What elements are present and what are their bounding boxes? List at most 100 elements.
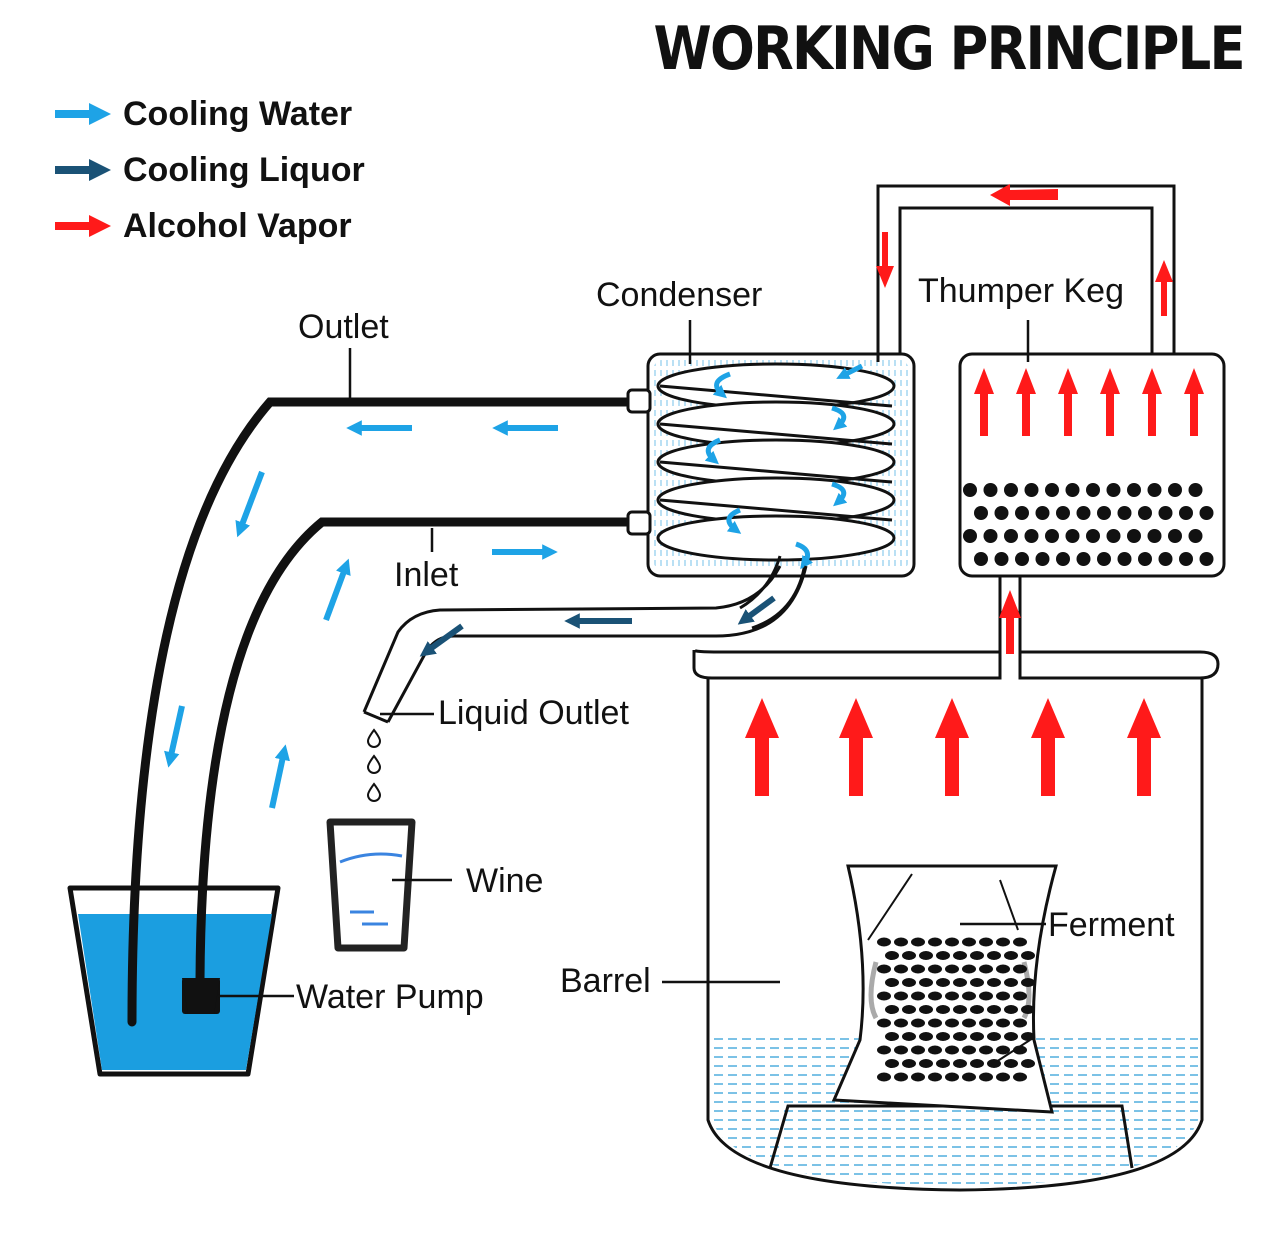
label-liquid-outlet: Liquid Outlet <box>438 694 629 732</box>
keg-hole <box>983 529 998 543</box>
ferment-hole <box>911 964 925 974</box>
ferment-hole <box>987 978 1001 987</box>
ferment-hole <box>885 1059 899 1068</box>
ferment-hole <box>919 978 933 987</box>
condenser-swirl-arrows <box>704 363 864 570</box>
ferment-hole <box>919 1032 933 1041</box>
vapor-arrow <box>1184 368 1204 436</box>
barrel-vapor-arrows <box>745 698 1161 796</box>
keg-hole <box>1188 529 1203 543</box>
vapor-arrow <box>974 368 994 436</box>
ferment-hole <box>928 1045 942 1055</box>
ferment-hole <box>894 964 908 974</box>
leader-lines <box>218 320 1046 998</box>
ferment-hole <box>1004 978 1018 987</box>
ferment-hole <box>962 1045 976 1055</box>
vapor-arrow <box>1100 368 1120 436</box>
ferment-hole <box>970 1032 984 1041</box>
label-ferment: Ferment <box>1048 906 1175 944</box>
keg-hole <box>1147 529 1162 543</box>
ferment-hole <box>996 937 1010 947</box>
keg-hole <box>1004 529 1018 543</box>
ferment-hole <box>945 1045 959 1055</box>
ferment-hole <box>979 991 993 1001</box>
keg-hole <box>1097 552 1111 566</box>
keg-hole <box>1138 552 1152 566</box>
label-outlet: Outlet <box>298 308 389 346</box>
ferment-hole <box>962 937 976 947</box>
keg-hole <box>1168 529 1182 543</box>
ferment-hole <box>945 964 959 974</box>
ferment-hole <box>936 951 950 960</box>
ferment-hole <box>919 951 933 960</box>
ferment-hole <box>945 937 959 947</box>
ferment-hole <box>877 964 891 974</box>
ferment-hole <box>936 1059 950 1068</box>
ferment-hole <box>877 1072 891 1082</box>
keg-hole <box>1117 552 1132 566</box>
ferment-hole <box>979 1045 993 1055</box>
ferment-hole <box>953 1005 967 1014</box>
ferment-hole <box>1004 1032 1018 1041</box>
ferment-hole <box>928 1018 942 1028</box>
ferment-hole <box>928 937 942 947</box>
keg-hole <box>1199 506 1214 520</box>
ferment-hole <box>902 1005 916 1014</box>
ferment-hole <box>911 1072 925 1082</box>
keg-hole <box>974 506 988 520</box>
keg-hole <box>994 506 1009 520</box>
ferment-hole <box>962 1072 976 1082</box>
cooling-water-arrow-icon <box>55 103 111 125</box>
keg-hole <box>1045 529 1059 543</box>
ferment-hole <box>987 951 1001 960</box>
legend: Cooling Water Cooling Liquor Alcohol Vap… <box>55 86 365 254</box>
vapor-arrow <box>1127 698 1161 796</box>
water-hoses <box>127 397 633 1027</box>
vapor-arrow <box>1031 698 1065 796</box>
keg-hole <box>1004 483 1018 497</box>
ferment-hole <box>928 964 942 974</box>
keg-hole <box>1086 529 1100 543</box>
ferment-hole <box>885 1005 899 1014</box>
page-title: WORKING PRINCIPLE <box>653 14 1246 84</box>
ferment-hole <box>919 1005 933 1014</box>
keg-hole <box>1024 483 1039 497</box>
ferment-hole <box>953 951 967 960</box>
keg-hole <box>1035 506 1050 520</box>
vapor-arrow <box>1016 368 1036 436</box>
keg-hole <box>1179 506 1193 520</box>
cooling-liquor-flow-arrows <box>419 595 776 657</box>
keg-hole <box>1024 529 1039 543</box>
ferment-hole <box>1013 1018 1027 1028</box>
keg-hole <box>1065 529 1080 543</box>
keg-hole <box>1158 506 1173 520</box>
keg-hole <box>1097 506 1111 520</box>
ferment-hole <box>1013 964 1027 974</box>
ferment-hole <box>979 1018 993 1028</box>
keg-hole <box>1076 506 1091 520</box>
ferment-hole <box>911 937 925 947</box>
ferment-hole <box>902 1059 916 1068</box>
ferment-hole <box>1021 951 1035 960</box>
vapor-arrow <box>839 698 873 796</box>
ferment-hole <box>970 951 984 960</box>
ferment-hole <box>936 1032 950 1041</box>
thumper-keg-holes <box>963 483 1214 566</box>
ferment-hole <box>1021 1005 1035 1014</box>
ferment-hole <box>987 1059 1001 1068</box>
keg-hole <box>1056 552 1070 566</box>
keg-hole <box>963 529 977 543</box>
ferment-hole <box>902 951 916 960</box>
legend-label: Cooling Water <box>123 94 353 133</box>
keg-hole <box>1076 552 1091 566</box>
ferment-hole <box>877 1045 891 1055</box>
ferment-hole <box>1004 951 1018 960</box>
ferment-hole <box>979 1072 993 1082</box>
ferment-hole <box>945 1072 959 1082</box>
ferment-hole <box>894 1018 908 1028</box>
water-bucket <box>67 885 281 1077</box>
ferment-hole <box>970 1005 984 1014</box>
keg-hole <box>1056 506 1070 520</box>
ferment-hole <box>1013 937 1027 947</box>
